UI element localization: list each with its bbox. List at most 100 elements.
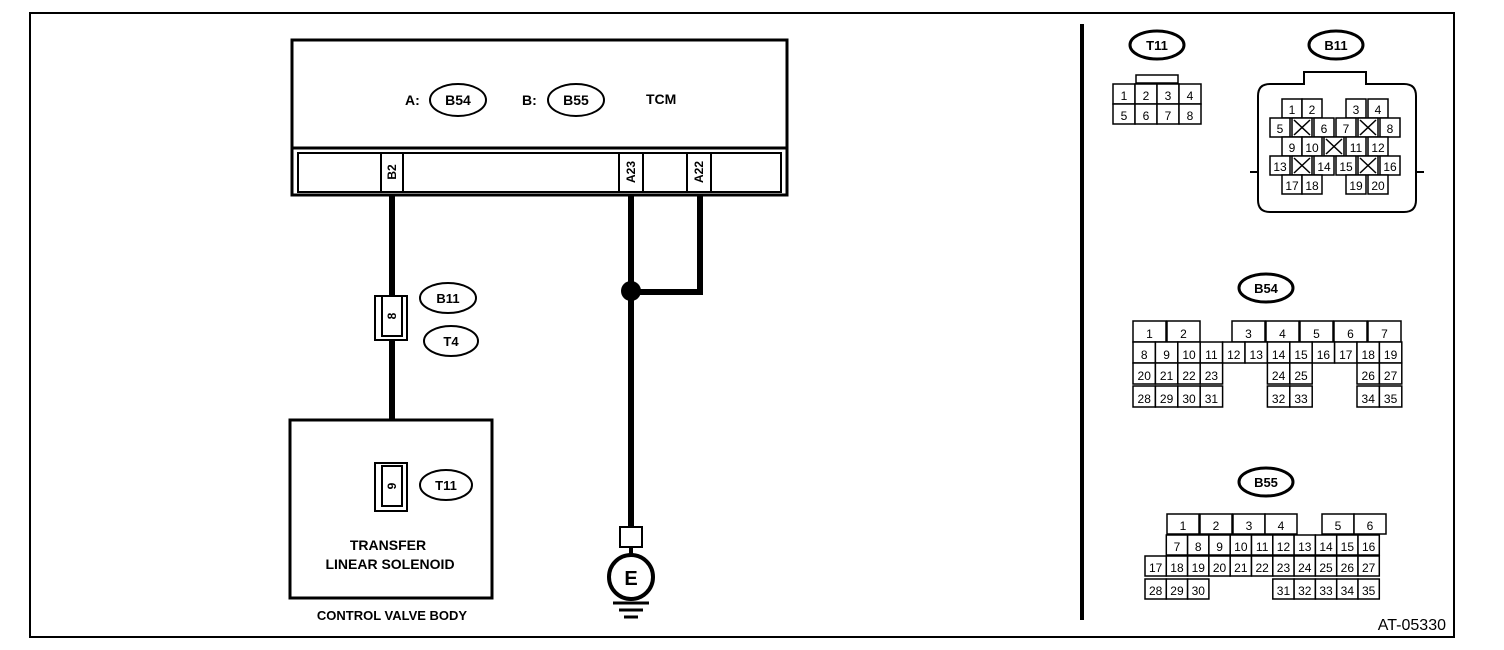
- ground-symbol: E: [607, 526, 655, 619]
- t11-pin-number: 8: [1187, 109, 1194, 123]
- b55-pin-number: 6: [1367, 519, 1374, 533]
- b55-pin-number: 26: [1341, 561, 1355, 575]
- solenoid-connector-badge: [419, 469, 473, 501]
- terminal-b2-label: B2: [385, 164, 399, 180]
- b54-pin-number: 8: [1141, 348, 1148, 362]
- b11-pin-number: 15: [1339, 160, 1353, 174]
- b54-pin-number: 22: [1182, 369, 1196, 383]
- b54-cell: [1378, 362, 1403, 385]
- b55-pin-number: 25: [1319, 561, 1333, 575]
- b55-pin-number: 33: [1319, 584, 1333, 598]
- b11-pin-number: 17: [1285, 179, 1299, 193]
- diagram-id: AT-05330: [1378, 617, 1446, 634]
- b11-badge: [1307, 29, 1365, 61]
- inline-connector-badge-2: [423, 325, 479, 357]
- b55-pin-number: 7: [1174, 540, 1181, 554]
- b55-title: B55: [1254, 475, 1278, 490]
- t11-badge: [1128, 29, 1186, 61]
- b54-pin-number: 9: [1163, 348, 1170, 362]
- diagram-frame: [29, 12, 1455, 638]
- b55-cell: [1357, 555, 1381, 577]
- b11-pin-number: 8: [1387, 122, 1394, 136]
- b11-pin-number: 13: [1273, 160, 1287, 174]
- b55-pin-number: 21: [1234, 561, 1248, 575]
- b54-pin-number: 30: [1182, 392, 1196, 406]
- b55-pin-number: 20: [1213, 561, 1227, 575]
- b54-pin-number: 35: [1384, 392, 1398, 406]
- b54-pin-number: 28: [1138, 392, 1152, 406]
- b54-pin-number: 4: [1279, 327, 1286, 341]
- b54-pin-number: 5: [1313, 327, 1320, 341]
- b55-pin-number: 11: [1256, 540, 1269, 554]
- b11-blank-mark: [1325, 138, 1343, 155]
- b55-pin-number: 3: [1246, 519, 1253, 533]
- b54-cell: [1199, 385, 1224, 408]
- b54-pin-number: 15: [1294, 348, 1308, 362]
- b54-pin-number: 17: [1339, 348, 1353, 362]
- b55-pin-number: 35: [1362, 584, 1376, 598]
- t11-pin-number: 4: [1187, 89, 1194, 103]
- b11-blank-mark: [1359, 119, 1377, 136]
- terminal-a22-label: A22: [692, 161, 706, 183]
- tcm-name: TCM: [646, 91, 676, 107]
- b11-pin-number: 12: [1371, 141, 1385, 155]
- b54-pin-number: 3: [1245, 327, 1252, 341]
- b55-pin-number: 8: [1195, 540, 1202, 554]
- splice-point: [621, 281, 641, 301]
- b54-pin-number: 11: [1205, 348, 1218, 362]
- b54-pin-number: 24: [1272, 369, 1286, 383]
- b11-pin-number: 9: [1289, 141, 1296, 155]
- b55-pin-number: 29: [1170, 584, 1184, 598]
- b54-pin-number: 1: [1146, 327, 1153, 341]
- tcm-module: A: B54 B: B55 TCM B2 A23 A22: [290, 38, 789, 197]
- b54-pin-number: 19: [1384, 348, 1398, 362]
- t11-pin-number: 1: [1121, 89, 1128, 103]
- b54-pin-number: 33: [1294, 392, 1308, 406]
- t11-cell: [1178, 103, 1202, 125]
- t11-pin-number: 7: [1165, 109, 1172, 123]
- solenoid-pin: 9: [385, 482, 399, 489]
- b11-title: B11: [1324, 38, 1347, 53]
- b55-pin-number: 22: [1255, 561, 1269, 575]
- b54-pin-number: 6: [1347, 327, 1354, 341]
- b55-cell: [1357, 578, 1381, 600]
- b11-pin-number: 14: [1317, 160, 1331, 174]
- b54-cell: [1378, 385, 1403, 408]
- b54-pin-number: 29: [1160, 392, 1174, 406]
- b11-cell: [1379, 117, 1401, 138]
- b11-blank-mark: [1293, 157, 1311, 174]
- b11-cell: [1269, 117, 1291, 138]
- b54-pin-number: 27: [1384, 369, 1398, 383]
- b55-badge: [1237, 466, 1295, 498]
- b55-pin-number: 12: [1277, 540, 1291, 554]
- b54-pin-number: 20: [1138, 369, 1152, 383]
- b54-cell: [1289, 385, 1313, 408]
- b54-pin-number: 23: [1205, 369, 1219, 383]
- b54-pin-number: 32: [1272, 392, 1286, 406]
- b55-cell: [1186, 578, 1210, 600]
- b11-cell: [1301, 174, 1323, 195]
- b54-pin-number: 25: [1294, 369, 1308, 383]
- terminal-tab-b2: [380, 152, 404, 193]
- b55-pin-number: 14: [1319, 540, 1333, 554]
- t11-pin-number: 6: [1143, 109, 1150, 123]
- b55-pin-number: 15: [1341, 540, 1355, 554]
- t11-title: T11: [1146, 38, 1168, 53]
- b11-cell: [1269, 155, 1291, 176]
- b11-pin-number: 18: [1305, 179, 1319, 193]
- b55-pin-number: 17: [1149, 561, 1163, 575]
- b11-cell: [1379, 155, 1401, 176]
- b11-pin-number: 20: [1371, 179, 1385, 193]
- terminal-tab-a22: [686, 152, 712, 193]
- b11-pin-number: 7: [1343, 122, 1350, 136]
- b54-title: B54: [1254, 281, 1279, 296]
- b54-pin-number: 7: [1381, 327, 1388, 341]
- b55-pin-number: 10: [1234, 540, 1248, 554]
- inline-connector-badge-1: [419, 282, 477, 314]
- inline-connector-label-2: T4: [443, 334, 459, 349]
